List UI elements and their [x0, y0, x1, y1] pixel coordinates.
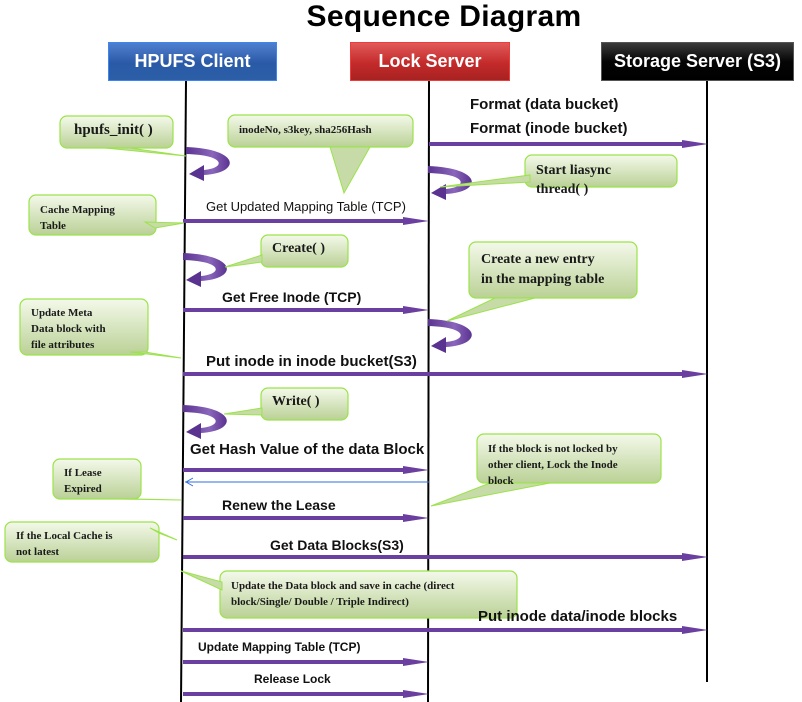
message-label-get-mapping: Get Updated Mapping Table (TCP): [206, 199, 406, 214]
message-label-renew-lease: Renew the Lease: [222, 497, 336, 513]
message-arrow: [183, 514, 429, 522]
message-arrow: [183, 553, 708, 561]
message-label-put-inode-data: Put inode data/inode blocks: [478, 608, 678, 625]
note-text: Cache Mapping: [40, 204, 115, 216]
note-callout-shape: [223, 387, 349, 421]
note-text: Create a new entry: [481, 252, 595, 267]
note-callout-shape: [59, 115, 187, 157]
note-update-block: Update the Data block and save in cache …: [220, 571, 517, 618]
message-arrow: [184, 477, 429, 487]
note-text: inodeNo, s3key, sha256Hash: [239, 124, 372, 136]
note-text: block: [488, 475, 514, 487]
message-label-format-inode: Format (inode bucket): [470, 120, 628, 137]
message-arrow: [183, 306, 429, 314]
actor-hpufs-client[interactable]: HPUFS Client: [108, 42, 277, 81]
note-callout-shape: [52, 458, 182, 501]
note-start-liasync: Start liasync thread( ): [525, 155, 677, 197]
self-call-loop-icon: [428, 166, 472, 200]
note-text: in the mapping table: [481, 272, 605, 287]
note-text: Table: [40, 220, 66, 232]
message-arrow: [429, 140, 708, 148]
note-text: thread( ): [536, 182, 589, 197]
self-call-loop-icon: [428, 319, 472, 353]
message-label-update-mapping: Update Mapping Table (TCP): [198, 640, 361, 654]
note-text: other client, Lock the Inode: [488, 459, 618, 471]
lifeline-client: [180, 80, 187, 702]
note-callout-shape: [180, 570, 518, 619]
note-text: block/Single/ Double / Triple Indirect): [231, 596, 409, 608]
note-text: Write( ): [272, 394, 320, 409]
message-label-get-hash: Get Hash Value of the data Block: [190, 441, 425, 458]
note-callout-shape: [4, 521, 178, 563]
note-text: Create( ): [272, 241, 325, 256]
self-call-loop-icon: [183, 405, 227, 439]
note-inode-fields: inodeNo, s3key, sha256Hash: [228, 115, 413, 147]
message-arrow: [183, 626, 708, 634]
note-callout-shape: [227, 114, 414, 195]
self-call-loop-icon: [186, 147, 230, 181]
note-new-entry: Create a new entry in the mapping table: [469, 242, 637, 298]
note-callout-shape: [446, 241, 638, 322]
note-text: If Lease: [64, 467, 102, 479]
note-create: Create( ): [261, 235, 348, 267]
note-text: hpufs_init( ): [74, 122, 153, 138]
note-callout-shape: [19, 298, 182, 359]
diagram-title: Sequence Diagram: [306, 0, 582, 33]
message-label-get-free-inode: Get Free Inode (TCP): [222, 289, 362, 305]
message-arrow: [183, 658, 429, 666]
message-arrow: [183, 690, 429, 698]
actor-storage-server[interactable]: Storage Server (S3): [601, 42, 794, 81]
note-callout-shape: [28, 194, 185, 236]
message-arrow: [183, 370, 708, 378]
note-text: Expired: [64, 483, 102, 495]
note-write: Write( ): [261, 388, 348, 420]
message-arrow: [183, 217, 429, 225]
note-text: If the block is not locked by: [488, 443, 618, 455]
note-lock-inode: If the block is not locked by other clien…: [477, 434, 661, 487]
note-callout-shape: [430, 433, 662, 507]
note-text: not latest: [16, 546, 60, 558]
note-callout-shape: [439, 154, 678, 188]
note-text: Start liasync: [536, 163, 612, 178]
note-text: Update the Data block and save in cache …: [231, 580, 455, 592]
message-label-format-data: Format (data bucket): [470, 96, 619, 113]
message-label-release-lock: Release Lock: [254, 672, 331, 686]
note-text: Update Meta: [31, 307, 93, 319]
note-text: Data block with: [31, 323, 106, 335]
note-local-cache: If the Local Cache is not latest: [5, 522, 159, 562]
note-hpufs-init: hpufs_init( ): [60, 116, 173, 148]
note-callout-shape: [224, 234, 349, 268]
note-text: file attributes: [31, 339, 95, 351]
self-call-loop-icon: [183, 253, 227, 287]
actor-lock-server[interactable]: Lock Server: [350, 42, 510, 81]
note-text: If the Local Cache is: [16, 530, 113, 542]
message-arrow: [183, 466, 429, 474]
message-label-put-inode: Put inode in inode bucket(S3): [206, 353, 417, 370]
message-label-get-data-blocks: Get Data Blocks(S3): [270, 537, 404, 553]
